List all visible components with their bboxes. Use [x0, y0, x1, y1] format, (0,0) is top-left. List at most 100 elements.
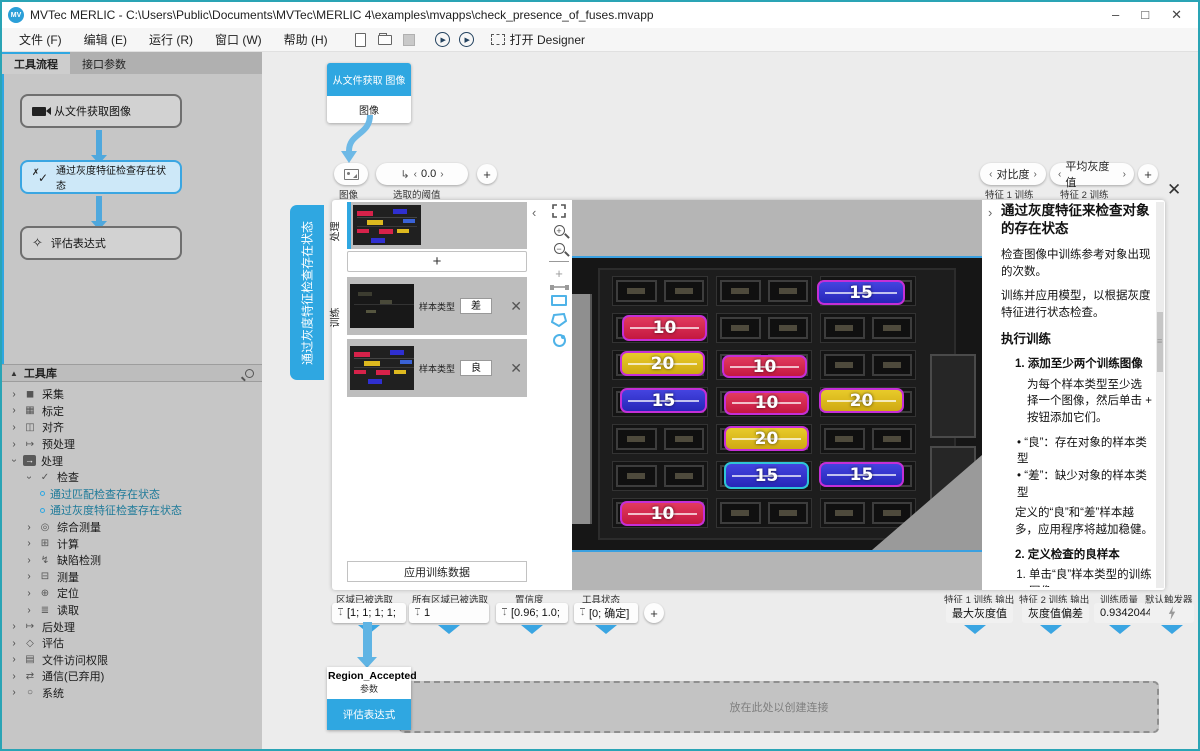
run-continuous-icon[interactable]: ▶ — [457, 31, 477, 49]
collapse-left-icon[interactable]: ‹ — [532, 205, 537, 220]
feature2-prev-icon[interactable]: ‹ — [1058, 168, 1062, 180]
image-input-chip[interactable] — [334, 163, 368, 185]
add-output-button[interactable]: + — [644, 603, 664, 623]
training-row-good[interactable]: 样本类型 良 ✕ — [347, 339, 527, 397]
open-designer-button[interactable]: 打开 Designer — [490, 31, 585, 48]
feature1-chip[interactable]: ‹ 对比度 › — [980, 163, 1046, 185]
chevron-right-icon[interactable]: › — [27, 587, 31, 599]
output-port-arrow[interactable] — [964, 625, 986, 634]
output-port-arrow[interactable] — [1109, 625, 1131, 634]
training-row-bad[interactable]: 样本类型 差 ✕ — [347, 277, 527, 335]
process-image-thumbnail[interactable] — [353, 205, 421, 245]
tree-item[interactable]: ›○系统 — [2, 685, 262, 702]
feature1-prev-icon[interactable]: ‹ — [989, 168, 993, 180]
feature2-chip[interactable]: ‹ 平均灰度值 › — [1050, 161, 1134, 189]
fuse-roi-10[interactable]: 10 — [722, 355, 807, 378]
tree-link-item[interactable]: 通过灰度特征检查存在状态 — [2, 502, 262, 519]
menu-file[interactable]: 文件 (F) — [19, 33, 62, 47]
tree-item[interactable]: ›◼采集 — [2, 386, 262, 403]
region-accepted-node[interactable]: Region_Accepted 参数 评估表达式 — [327, 667, 417, 730]
fuse-roi-10[interactable]: 10 — [724, 391, 809, 415]
minimize-button[interactable]: – — [1112, 7, 1120, 22]
output-chip-tool-status[interactable]: ↓ [0; 确定] — [574, 603, 638, 623]
open-file-icon[interactable] — [375, 31, 395, 49]
train-output-value[interactable]: 灰度值偏差 — [1022, 603, 1089, 623]
train-output-value[interactable]: 0.9342044 — [1094, 603, 1158, 623]
tree-item[interactable]: ›✓检查 — [2, 469, 262, 486]
tree-link-item[interactable]: 通过匹配检查存在状态 — [2, 486, 262, 503]
flow-node-check-presence[interactable]: ✗✓ 通过灰度特征检查存在状态 — [20, 160, 182, 194]
output-port-arrow[interactable] — [595, 625, 617, 634]
fuse-roi-15[interactable]: 15 — [620, 388, 707, 413]
chevron-right-icon[interactable]: › — [12, 438, 16, 450]
output-chip-all-regions[interactable]: ↓ 1 — [409, 603, 489, 623]
tree-item[interactable]: ›⊞计算 — [2, 535, 262, 552]
increase-threshold-icon[interactable]: › — [440, 168, 444, 180]
chevron-right-icon[interactable]: › — [12, 388, 16, 400]
tab-interface-params[interactable]: 接口参数 — [82, 59, 126, 71]
chevron-right-icon[interactable]: › — [27, 538, 31, 550]
canvas[interactable]: 从文件获取 图像 图像 通过灰度特征检查存在状态 处理 训练 图像 ↳ ‹ 0.… — [262, 52, 1198, 749]
flow-node-evaluate-expression[interactable]: ✧ 评估表达式 — [20, 226, 182, 260]
tree-item[interactable]: ›⊕定位 — [2, 585, 262, 602]
fuse-roi-10[interactable]: 10 — [620, 501, 705, 526]
close-tool-icon[interactable]: ✕ — [1167, 180, 1182, 199]
menu-window[interactable]: 窗口 (W) — [215, 33, 262, 47]
tree-item[interactable]: ›↦后处理 — [2, 618, 262, 635]
chevron-right-icon[interactable]: › — [27, 521, 31, 533]
tree-item[interactable]: ›↯缺陷检测 — [2, 552, 262, 569]
close-button[interactable]: ✕ — [1171, 7, 1182, 22]
apply-training-data-button[interactable]: 应用训练数据 — [347, 561, 527, 582]
output-chip-region-accepted[interactable]: ↓ [1; 1; 1; 1; — [332, 603, 406, 623]
decrease-threshold-icon[interactable]: ‹ — [413, 168, 417, 180]
circle-roi-icon[interactable] — [552, 334, 566, 347]
training-thumbnail-good[interactable] — [350, 346, 414, 390]
chevron-right-icon[interactable]: › — [12, 654, 16, 666]
tab-tool-flow[interactable]: 工具流程 — [2, 52, 70, 74]
tree-item[interactable]: ›◎综合测量 — [2, 519, 262, 536]
fuse-roi-15[interactable]: 15 — [817, 280, 905, 305]
add-feature-button[interactable]: + — [1138, 164, 1158, 184]
feature1-next-icon[interactable]: › — [1033, 168, 1037, 180]
chevron-right-icon[interactable]: › — [27, 604, 31, 616]
output-port-arrow[interactable] — [521, 625, 543, 634]
fuse-roi-10[interactable]: 10 — [622, 315, 707, 341]
tree-item[interactable]: ›▦标定 — [2, 403, 262, 420]
source-node[interactable]: 从文件获取 图像 图像 — [327, 63, 411, 123]
output-port-arrow[interactable] — [1040, 625, 1062, 634]
menu-edit[interactable]: 编辑 (E) — [83, 33, 128, 47]
expand-help-icon[interactable]: › — [988, 205, 993, 220]
chevron-right-icon[interactable]: › — [12, 421, 16, 433]
new-file-icon[interactable] — [351, 31, 371, 49]
chevron-right-icon[interactable]: › — [27, 554, 31, 566]
tree-item[interactable]: ›▤文件访问权限 — [2, 652, 262, 669]
sample-type-input-bad[interactable]: 差 — [460, 298, 493, 314]
line-roi-icon[interactable] — [549, 284, 569, 290]
chevron-right-icon[interactable]: › — [12, 405, 16, 417]
fuse-roi-20[interactable]: 20 — [724, 426, 809, 451]
feature2-next-icon[interactable]: › — [1122, 168, 1126, 180]
process-image-row[interactable] — [347, 202, 527, 249]
fit-view-icon[interactable] — [552, 204, 566, 218]
help-scrollbar[interactable] — [1156, 202, 1164, 588]
chevron-down-icon[interactable]: › — [8, 459, 20, 463]
remove-image-icon[interactable]: ✕ — [510, 297, 522, 314]
search-icon[interactable] — [245, 368, 254, 378]
run-once-icon[interactable]: ▶ — [433, 31, 453, 49]
tree-item[interactable]: ›→处理 — [2, 452, 262, 469]
fuse-roi-20[interactable]: 20 — [620, 351, 705, 376]
region-node-tool[interactable]: 评估表达式 — [327, 699, 411, 730]
chevron-right-icon[interactable]: › — [12, 621, 16, 633]
output-port-arrow[interactable] — [1161, 625, 1183, 634]
tree-item[interactable]: ›⊟测量 — [2, 569, 262, 586]
fuse-roi-15[interactable]: 15 — [819, 462, 904, 487]
tree-item[interactable]: ›≣读取 — [2, 602, 262, 619]
tree-item[interactable]: ›⇄通信(已弃用) — [2, 668, 262, 685]
freeform-roi-icon[interactable] — [551, 313, 567, 327]
menu-run[interactable]: 运行 (R) — [149, 33, 194, 47]
chevron-right-icon[interactable]: › — [12, 637, 16, 649]
output-port-arrow[interactable] — [438, 625, 460, 634]
tree-item[interactable]: ›↦预处理 — [2, 436, 262, 453]
threshold-chip[interactable]: ↳ ‹ 0.0 › — [376, 163, 468, 185]
crosshair-icon[interactable]: + — [555, 266, 563, 281]
